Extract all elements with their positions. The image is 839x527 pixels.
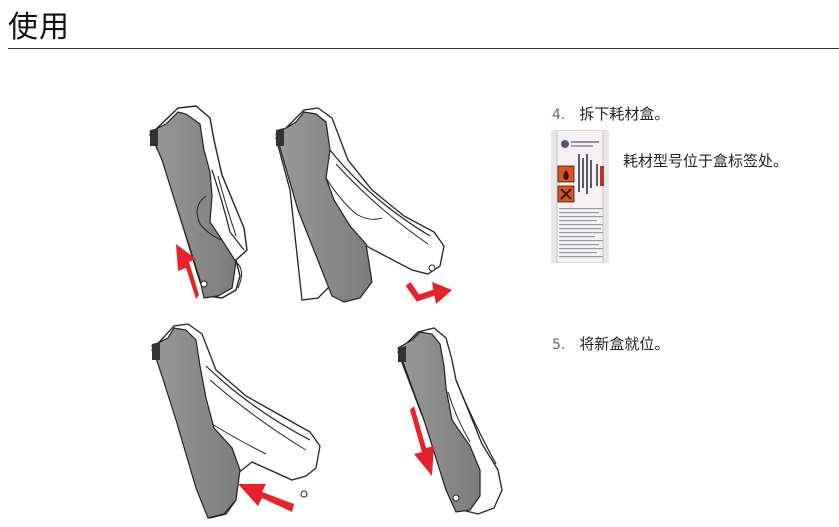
step-4-number: 4. xyxy=(552,107,566,123)
step-5-number: 5. xyxy=(552,337,566,353)
brand-logo-icon xyxy=(561,140,569,148)
harmful-x-icon xyxy=(557,185,575,203)
flame-icon xyxy=(557,165,575,183)
step-4: 4. 拆下耗材盒。 xyxy=(552,103,669,124)
cartridge-illustration-4 xyxy=(397,327,503,515)
l-arrow xyxy=(405,282,452,304)
cartridge-illustration-3 xyxy=(151,323,321,519)
cartridge-illustration-2 xyxy=(275,107,445,303)
down-arrow xyxy=(410,406,434,476)
cartridge-illustration-1 xyxy=(149,105,248,299)
step-4-text: 拆下耗材盒。 xyxy=(579,105,670,123)
cartridge-illustrations xyxy=(149,105,503,519)
diagonal-arrow xyxy=(238,484,294,512)
step-5-text: 将新盒就位。 xyxy=(579,335,670,353)
title-divider xyxy=(8,48,839,49)
model-location-note: 耗材型号位于盒标签处。 xyxy=(623,152,789,170)
step-5: 5. 将新盒就位。 xyxy=(552,333,669,354)
up-arrow xyxy=(176,244,199,299)
cartridge-label-image xyxy=(551,130,609,263)
page-title: 使用 xyxy=(8,10,70,45)
